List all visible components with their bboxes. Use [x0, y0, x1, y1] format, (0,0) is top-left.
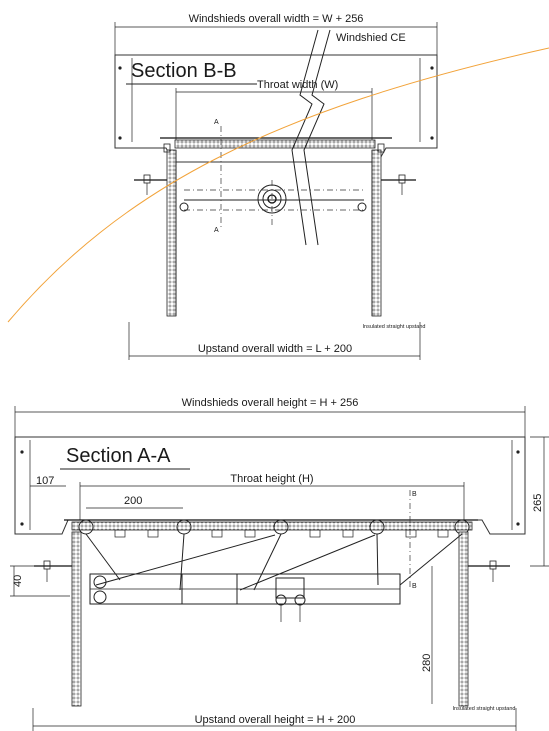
- windshield-overall-height-label: Windshieds overall height = H + 256: [182, 397, 359, 409]
- cut-marker-a-bottom: A: [214, 227, 219, 234]
- insulated-note-aa: Insulated straight upstand: [453, 706, 516, 712]
- dim-40-label: 40: [12, 575, 24, 587]
- dim-107-label: 107: [36, 475, 54, 487]
- windshield-ce-label: Windshied CE: [336, 32, 406, 44]
- cut-marker-a-top: A: [214, 119, 219, 126]
- bolt-icons: [143, 143, 406, 195]
- orange-curve: [7, 47, 549, 323]
- section-aa-title: Section A-A: [66, 445, 171, 467]
- throat-width-label: Throat width (W): [257, 79, 338, 91]
- dim-265-label: 265: [532, 494, 544, 512]
- panel-fasteners-aa: [20, 450, 520, 526]
- throat-height-label: Throat height (H): [230, 473, 313, 485]
- panel-fasteners: [118, 66, 434, 140]
- section-bb: Windshieds overall width = W + 256 Secti…: [114, 13, 438, 360]
- upstand-overall-height-label: Upstand overall height = H + 200: [195, 714, 356, 726]
- cut-marker-b-top: B: [412, 491, 417, 498]
- cut-marker-b-bottom: B: [412, 583, 417, 590]
- insulated-note-bb: Insulated straight upstand: [363, 324, 426, 330]
- windshield-overall-width-label: Windshieds overall width = W + 256: [189, 13, 364, 25]
- section-aa: Windshieds overall height = H + 256 Sect…: [10, 397, 549, 731]
- bolt-icons-aa: [43, 560, 497, 582]
- section-bb-title: Section B-B: [131, 60, 237, 82]
- linkage: [85, 533, 463, 622]
- blade-tabs: [114, 529, 449, 538]
- dim-200-label: 200: [124, 495, 142, 507]
- dim-280-label: 280: [421, 654, 433, 672]
- upstand-overall-width-label: Upstand overall width = L + 200: [198, 343, 352, 355]
